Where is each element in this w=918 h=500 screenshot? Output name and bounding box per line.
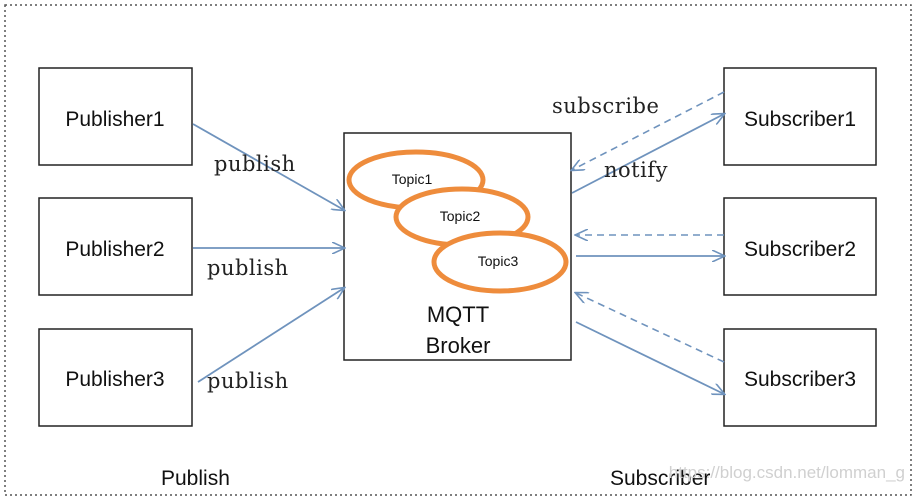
topic-label-3: Topic3 (478, 253, 519, 269)
publisher-box-2: Publisher2 (38, 197, 193, 296)
publisher-box-1: Publisher1 (38, 67, 193, 166)
topic-ring-3: Topic3 (431, 230, 569, 294)
notify-arrow-3 (575, 321, 724, 394)
publisher-label-1: Publisher1 (65, 108, 164, 131)
publish-label-2: publish (207, 256, 289, 280)
topic-label-1: Topic1 (392, 171, 433, 187)
watermark-text: https://blog.csdn.net/lomman_g (669, 463, 905, 482)
subscriber-label-2: Subscriber2 (744, 238, 856, 261)
footer-publish-label: Publish (161, 467, 230, 490)
topic-label-2: Topic2 (440, 208, 481, 224)
broker-label-line1: MQTT (427, 302, 489, 327)
publisher-label-3: Publisher3 (65, 368, 164, 391)
publish-arrow-1 (192, 123, 344, 210)
publish-label-1: publish (214, 152, 296, 176)
subscriber-box-3: Subscriber3 (723, 328, 877, 427)
subscriber-box-2: Subscriber2 (723, 197, 877, 296)
subscribe-arrow-3 (576, 293, 725, 363)
publisher-box-3: Publisher3 (38, 328, 193, 427)
subscriber-label-1: Subscriber1 (744, 108, 856, 131)
notify-label: notify (604, 158, 668, 182)
publish-arrow-3 (197, 288, 344, 383)
broker-label-line2: Broker (426, 333, 491, 358)
subscribe-arrow-1 (572, 91, 725, 170)
publish-label-3: publish (207, 369, 289, 393)
footer-subscriber-label: Subscriber (610, 467, 710, 490)
publisher-label-2: Publisher2 (65, 238, 164, 261)
outer-frame (4, 4, 912, 496)
subscribe-label: subscribe (552, 94, 659, 118)
subscriber-label-3: Subscriber3 (744, 368, 856, 391)
notify-arrow-1 (571, 114, 724, 194)
subscriber-box-1: Subscriber1 (723, 67, 877, 166)
